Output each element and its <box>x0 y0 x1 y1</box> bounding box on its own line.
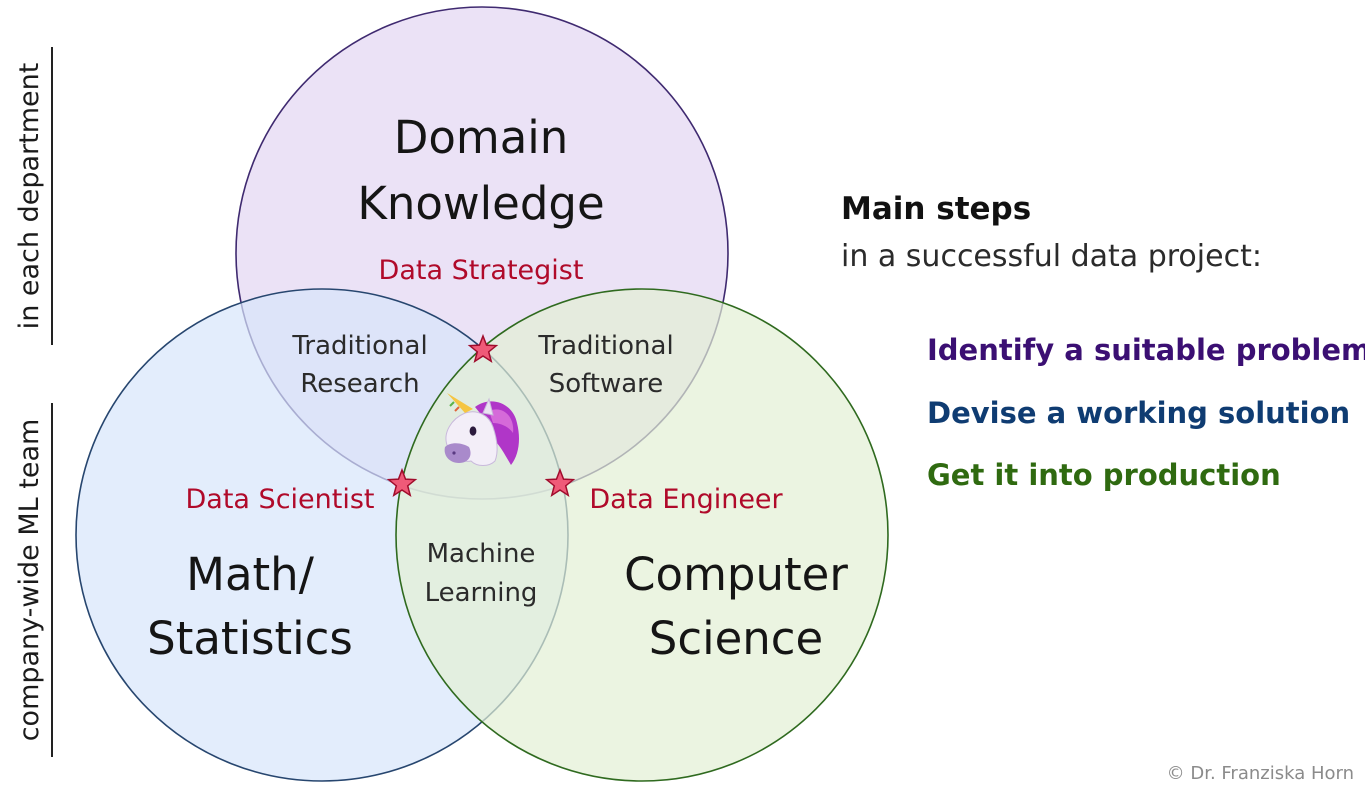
steps-list: Identify a suitable problem Devise a wor… <box>927 319 1365 507</box>
step-identify-problem: Identify a suitable problem <box>927 333 1365 367</box>
role-data-strategist: Data Strategist <box>379 255 584 286</box>
star-icon-right <box>544 467 576 498</box>
traditional-research-line2: Research <box>300 369 419 399</box>
star-icon-left <box>386 467 418 498</box>
traditional-software-line2: Software <box>549 369 664 399</box>
star-icon-top <box>467 333 499 364</box>
circle-computer-science <box>395 288 889 782</box>
star-left-shape <box>386 467 418 498</box>
machine-learning-line1: Machine <box>427 539 536 569</box>
computer-science-title-line2: Science <box>649 612 823 665</box>
main-steps-panel: Main steps in a successful data project:… <box>841 185 1365 507</box>
math-statistics-title-line2: Statistics <box>147 612 353 665</box>
credit-text: © Dr. Franziska Horn <box>1167 763 1354 784</box>
role-data-engineer: Data Engineer <box>589 484 783 515</box>
steps-title: Main steps <box>841 191 1032 227</box>
step-devise-solution: Devise a working solution <box>927 395 1351 430</box>
step-production: Get it into production <box>927 458 1281 492</box>
steps-subtitle: in a successful data project: <box>841 239 1262 274</box>
math-statistics-title-line1: Math/ <box>186 548 315 601</box>
side-label-department: in each department <box>14 63 45 330</box>
traditional-research-line1: Traditional <box>291 331 427 361</box>
machine-learning-line2: Learning <box>425 578 538 608</box>
computer-science-title-line1: Computer <box>624 548 848 601</box>
role-data-scientist: Data Scientist <box>186 484 375 515</box>
star-right-shape <box>544 467 576 498</box>
star-top-shape <box>467 333 499 364</box>
unicorn-icon <box>444 393 519 466</box>
side-label-ml-team: company-wide ML team <box>14 419 45 742</box>
domain-knowledge-title-line2: Knowledge <box>357 177 604 230</box>
domain-knowledge-title-line1: Domain <box>394 111 569 164</box>
traditional-software-line1: Traditional <box>537 331 673 361</box>
